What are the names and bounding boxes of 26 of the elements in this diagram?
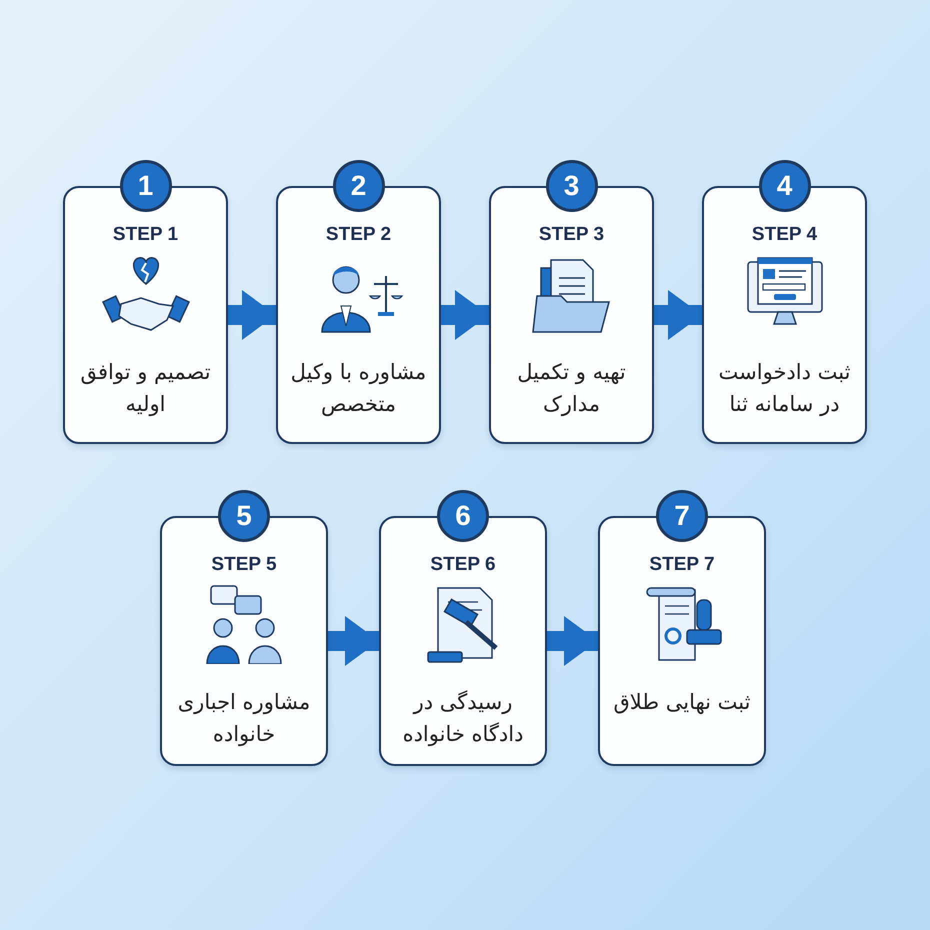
step-number-badge: 7	[656, 490, 708, 542]
step-title: ثبت دادخواست در سامانه ثنا	[718, 359, 852, 418]
block-arrow	[328, 616, 379, 666]
block-arrow	[228, 290, 276, 340]
step-number-badge: 4	[758, 160, 810, 212]
step-number-badge: 2	[332, 160, 384, 212]
step-label: STEP 6	[430, 554, 496, 576]
step-label: STEP 4	[752, 224, 818, 246]
step-label: STEP 5	[211, 554, 277, 576]
step-number-badge: 6	[437, 490, 489, 542]
step-title: رسیدگی در دادگاه خانواده	[402, 689, 524, 748]
step-title: مشاوره اجباری خانواده	[176, 689, 312, 748]
step-title: تهیه و تکمیل مدارک	[516, 359, 627, 418]
step-label: STEP 2	[326, 224, 392, 246]
step-number-badge: 5	[218, 490, 270, 542]
step-label: STEP 1	[112, 224, 178, 246]
step-label: STEP 7	[649, 554, 715, 576]
step-title: ثبت نهایی طلاق	[612, 689, 752, 716]
step-number-badge: 1	[120, 160, 172, 212]
step-title: تصمیم و توافق اولیه	[79, 359, 212, 418]
step-label: STEP 3	[538, 224, 604, 246]
block-arrow	[441, 290, 489, 340]
block-arrow	[547, 616, 598, 666]
step-title: مشاوره با وکیل متخصص	[290, 359, 428, 418]
step-number-badge: 3	[546, 160, 598, 212]
block-arrow	[654, 290, 702, 340]
